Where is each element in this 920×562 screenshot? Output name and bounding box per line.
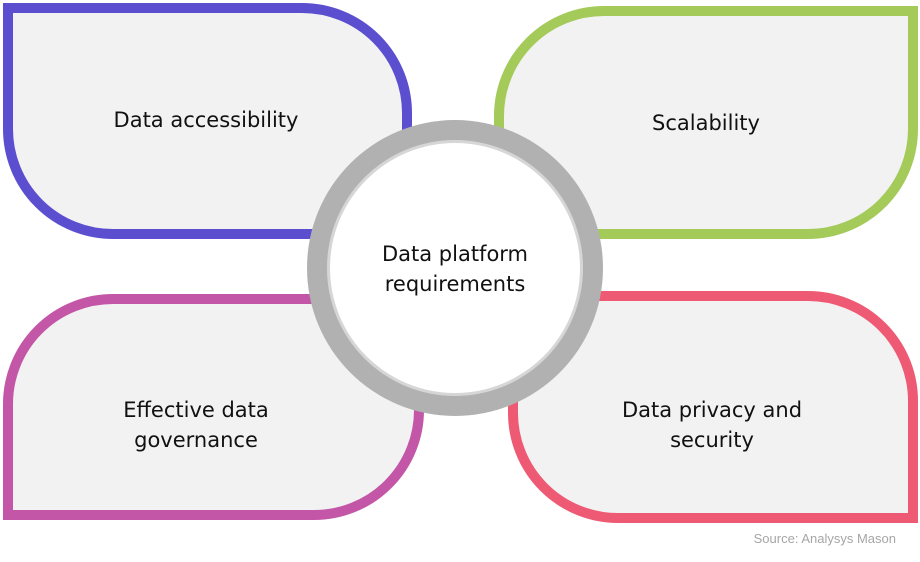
petal-data-accessibility (3, 3, 412, 239)
center-hub-label: Data platform requirements (381, 242, 529, 296)
source-caption: Source: Analysys Mason (753, 531, 896, 546)
petal-label-scalability: Scalability (652, 111, 760, 135)
petal-label-effective-data-governance: Effective data governance (123, 398, 269, 452)
petal-label-data-accessibility: Data accessibility (113, 108, 299, 132)
petal-label-data-privacy-and-security: Data privacy and security (621, 398, 803, 452)
